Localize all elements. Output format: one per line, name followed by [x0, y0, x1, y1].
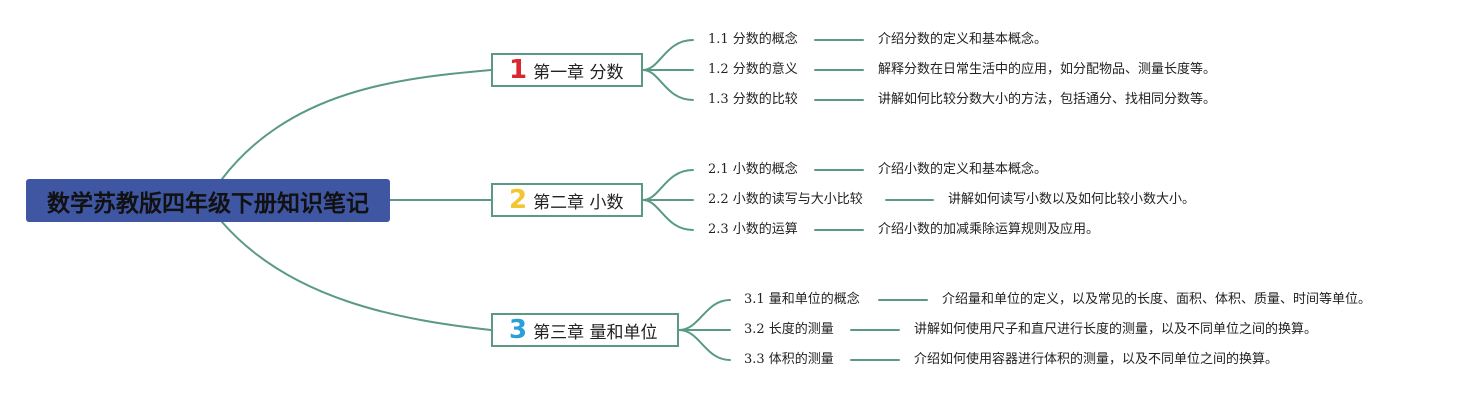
topic-2-1-description[interactable]: 介绍小数的定义和基本概念。 — [878, 162, 1048, 177]
connector-chapter-1-topic-3 — [642, 69, 694, 101]
chapter-2-node[interactable]: 2 第二章 小数 — [491, 183, 643, 217]
root-title: 数学苏教版四年级下册知识笔记 — [47, 190, 369, 217]
topic-3-1[interactable]: 3.1 量和单位的概念 — [744, 292, 860, 307]
root-node[interactable]: 数学苏教版四年级下册知识笔记 — [26, 179, 390, 222]
chapter-2-number-badge: 2 — [509, 185, 528, 215]
connector-chapter-3-topic-1 — [678, 299, 731, 331]
topic-3-3[interactable]: 3.3 体积的测量 — [744, 352, 834, 367]
topic-3-1-description[interactable]: 介绍量和单位的定义，以及常见的长度、面积、体积、质量、时间等单位。 — [942, 292, 1372, 307]
chapter-3-title: 第三章 量和单位 — [533, 322, 658, 343]
topic-1-3[interactable]: 1.3 分数的比较 — [708, 92, 798, 107]
chapter-3-node[interactable]: 3 第三章 量和单位 — [491, 313, 679, 347]
connector-root-chapter-1 — [221, 69, 492, 180]
connector-chapter-1-topic-1 — [642, 39, 694, 71]
topic-1-3-description[interactable]: 讲解如何比较分数大小的方法，包括通分、找相同分数等。 — [878, 92, 1217, 107]
topic-2-2[interactable]: 2.2 小数的读写与大小比较 — [708, 192, 863, 207]
chapter-1-title: 第一章 分数 — [533, 62, 624, 83]
topic-2-1[interactable]: 2.1 小数的概念 — [708, 162, 798, 177]
topic-2-3[interactable]: 2.3 小数的运算 — [708, 222, 798, 237]
topic-2-2-description[interactable]: 讲解如何读写小数以及如何比较小数大小。 — [948, 192, 1196, 207]
topic-1-1-description[interactable]: 介绍分数的定义和基本概念。 — [878, 32, 1048, 47]
chapter-2-title: 第二章 小数 — [533, 192, 624, 213]
topic-1-1[interactable]: 1.1 分数的概念 — [708, 32, 798, 47]
chapter-1-node[interactable]: 1 第一章 分数 — [491, 53, 643, 87]
chapter-3-number-badge: 3 — [509, 315, 528, 345]
topic-2-3-description[interactable]: 介绍小数的加减乘除运算规则及应用。 — [878, 222, 1100, 237]
chapter-1-number-badge: 1 — [509, 55, 528, 85]
connector-chapter-2-topic-1 — [642, 169, 694, 201]
connector-root-chapter-3 — [221, 221, 492, 331]
topic-3-3-description[interactable]: 介绍如何使用容器进行体积的测量，以及不同单位之间的换算。 — [914, 352, 1279, 367]
topic-1-2[interactable]: 1.2 分数的意义 — [708, 62, 798, 77]
connector-chapter-2-topic-3 — [642, 199, 694, 231]
topic-1-2-description[interactable]: 解释分数在日常生活中的应用，如分配物品、测量长度等。 — [878, 62, 1217, 77]
connector-chapter-3-topic-3 — [678, 329, 731, 361]
topic-3-2[interactable]: 3.2 长度的测量 — [744, 322, 834, 337]
topic-3-2-description[interactable]: 讲解如何使用尺子和直尺进行长度的测量，以及不同单位之间的换算。 — [914, 322, 1318, 337]
